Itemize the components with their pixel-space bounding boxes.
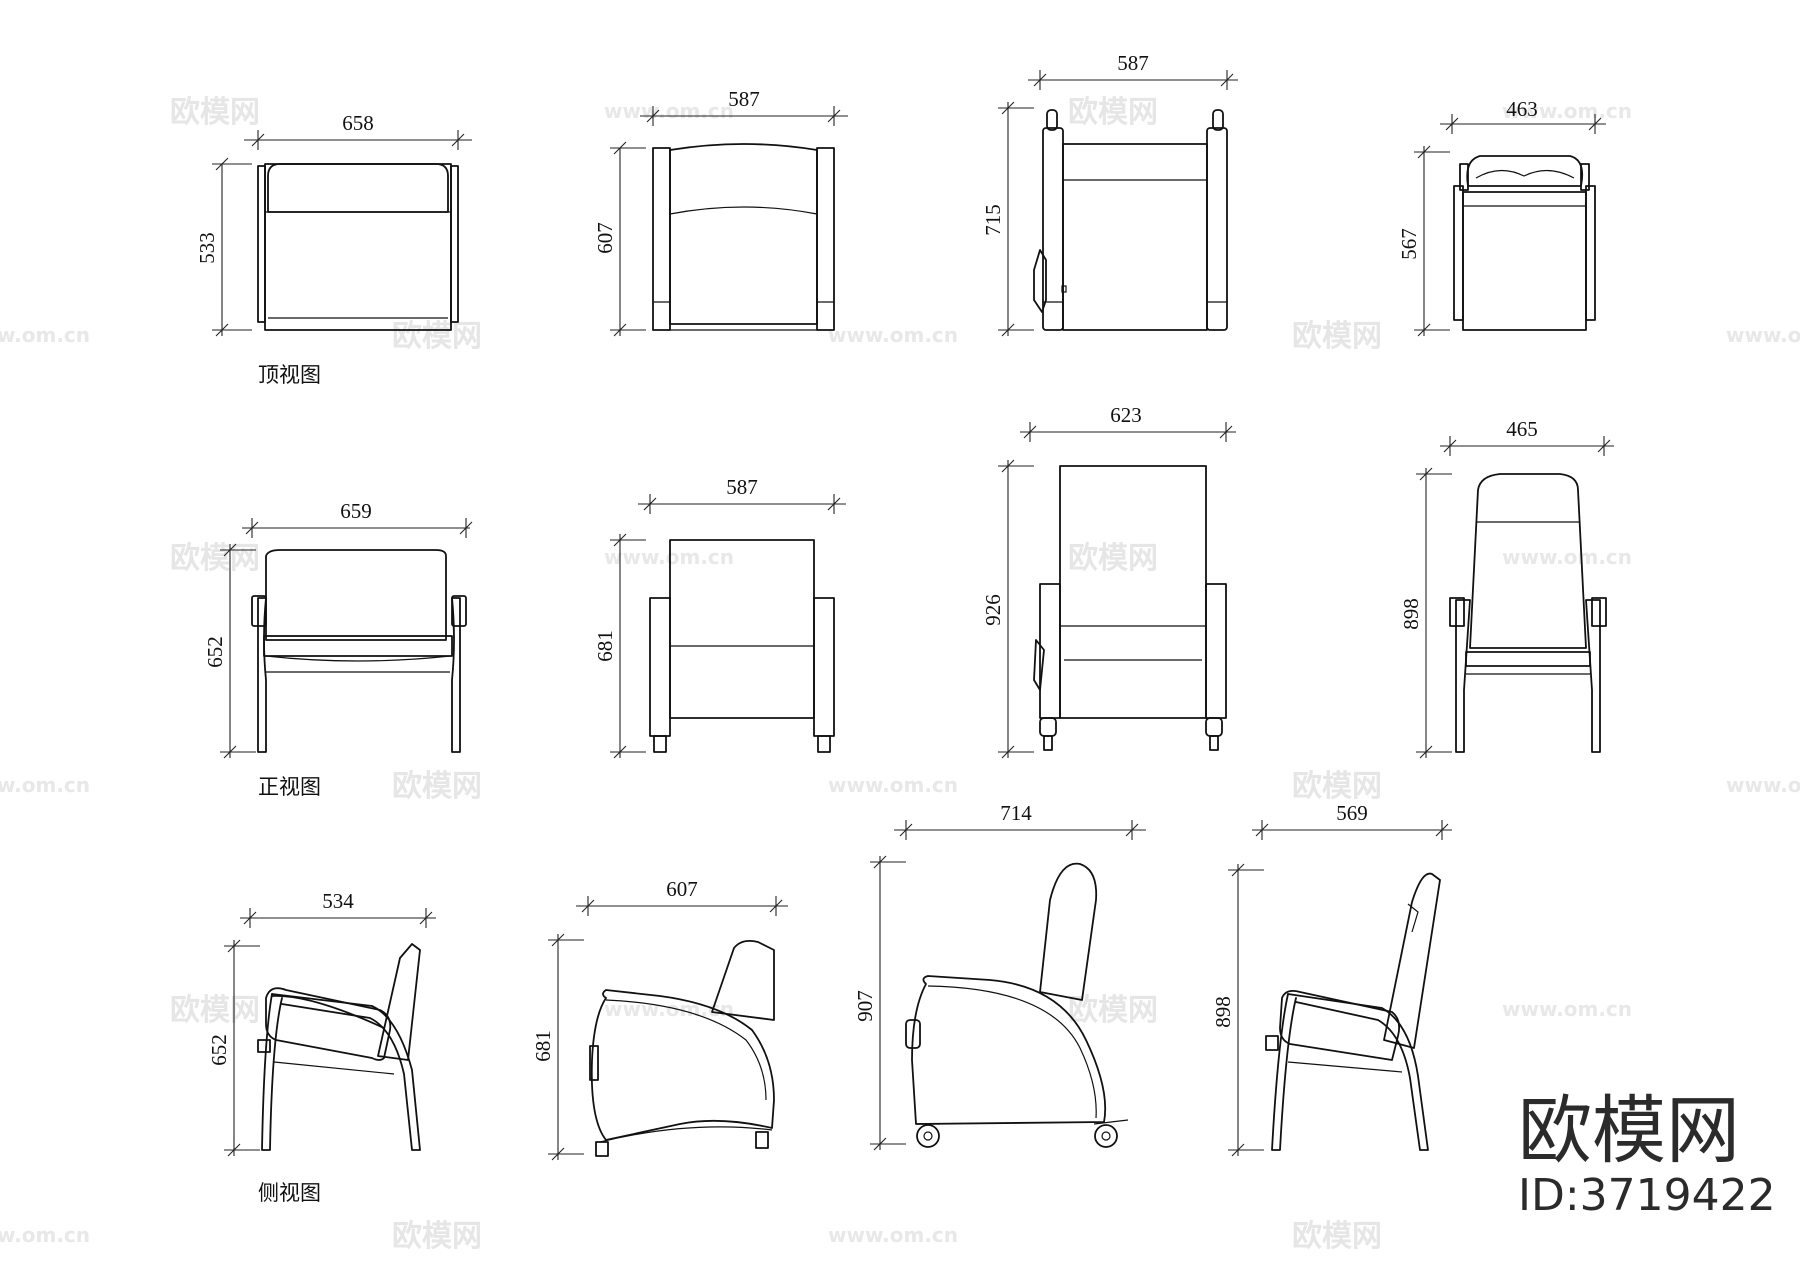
dim-height: 907 xyxy=(853,990,877,1022)
watermark-url: www.om.cn xyxy=(0,773,90,797)
dim-height: 681 xyxy=(531,1030,555,1062)
watermark-cn: 欧模网 xyxy=(392,319,482,354)
watermark-cn: 欧模网 xyxy=(170,993,260,1028)
dim-height: 926 xyxy=(981,594,1005,626)
watermark-cn: 欧模网 xyxy=(1068,541,1158,576)
front-view-chair-2 xyxy=(649,539,835,753)
top-dim-3: 587 715 xyxy=(981,51,1238,337)
top-view-label: 顶视图 xyxy=(258,363,321,387)
watermark-url: www.om.cn xyxy=(1726,323,1800,347)
side-view-chair-4 xyxy=(1265,872,1441,1151)
watermark-url: www.om.cn xyxy=(0,323,90,347)
dim-height: 681 xyxy=(593,630,617,662)
watermark-url: www.om.cn xyxy=(1502,997,1632,1021)
dim-height: 652 xyxy=(203,636,227,668)
front-dim-3: 623 926 xyxy=(981,403,1236,759)
watermark-url: www.om.cn xyxy=(0,1223,90,1247)
watermark-url: www.om.cn xyxy=(828,773,958,797)
dim-height: 898 xyxy=(1211,996,1235,1028)
side-dim-1: 534 652 xyxy=(207,889,436,1157)
brand-id: ID:3719422 xyxy=(1518,1170,1776,1221)
watermark-url: www.om.cn xyxy=(604,545,734,569)
front-dim-1: 659 652 xyxy=(203,499,473,759)
front-dim-2: 587 681 xyxy=(593,475,846,759)
front-dim-4: 465 898 xyxy=(1399,417,1614,759)
brand-stamp: 欧模网 ID:3719422 xyxy=(1518,1088,1776,1221)
watermark-url: www.om.cn xyxy=(1502,545,1632,569)
watermark-cn: 欧模网 xyxy=(392,769,482,804)
top-dim-2: 587 607 xyxy=(593,87,848,337)
watermark-cn: 欧模网 xyxy=(170,541,260,576)
dim-width: 587 xyxy=(1117,51,1149,75)
dim-width: 465 xyxy=(1506,417,1538,441)
dim-width: 607 xyxy=(666,877,698,901)
front-view-label: 正视图 xyxy=(258,775,321,799)
dim-height: 652 xyxy=(207,1034,231,1066)
side-dim-4: 569 898 xyxy=(1211,801,1452,1157)
watermark-cn: 欧模网 xyxy=(1292,769,1382,804)
watermark-cn: 欧模网 xyxy=(170,95,260,130)
front-view-chair-1 xyxy=(251,549,467,753)
watermark-url: www.om.cn xyxy=(828,323,958,347)
dim-width: 587 xyxy=(728,87,760,111)
dim-width: 534 xyxy=(322,889,354,913)
side-dim-3: 714 907 xyxy=(853,801,1146,1151)
top-view-chair-1 xyxy=(257,163,459,331)
side-view-chair-2 xyxy=(589,939,775,1157)
brand-name: 欧模网 xyxy=(1518,1088,1740,1174)
dim-width: 463 xyxy=(1506,97,1538,121)
top-view-chair-2 xyxy=(652,143,835,331)
watermark-cn: 欧模网 xyxy=(1068,95,1158,130)
dim-height: 898 xyxy=(1399,598,1423,630)
watermark-cn: 欧模网 xyxy=(392,1219,482,1254)
top-view-chair-3 xyxy=(1033,109,1228,331)
dim-height: 715 xyxy=(981,204,1005,236)
dim-width: 623 xyxy=(1110,403,1142,427)
watermark-url: www.om.cn xyxy=(1726,773,1800,797)
side-view-chair-1 xyxy=(257,943,421,1151)
dim-width: 587 xyxy=(726,475,758,499)
dim-height: 533 xyxy=(195,232,219,264)
top-dim-4: 463 567 xyxy=(1397,97,1606,337)
top-view-chair-4 xyxy=(1453,155,1596,331)
dim-width: 659 xyxy=(340,499,372,523)
top-dim-1: 658 533 xyxy=(195,111,472,337)
dim-width: 658 xyxy=(342,111,374,135)
side-dim-2: 607 681 xyxy=(531,877,788,1161)
dim-width: 714 xyxy=(1000,801,1032,825)
dim-height: 567 xyxy=(1397,228,1421,260)
front-view-chair-4 xyxy=(1449,473,1607,753)
watermark-url: www.om.cn xyxy=(1502,99,1632,123)
watermark-layer: 欧模网 欧模网 欧模网 欧模网 欧模网 欧模网 欧模网 欧模网 欧模网 欧模网 … xyxy=(0,95,1800,1254)
dim-height: 607 xyxy=(593,222,617,254)
watermark-url: www.om.cn xyxy=(604,99,734,123)
side-view-label: 侧视图 xyxy=(258,1181,321,1205)
front-view-chair-3 xyxy=(1033,465,1227,751)
watermark-cn: 欧模网 xyxy=(1292,1219,1382,1254)
watermark-cn: 欧模网 xyxy=(1292,319,1382,354)
watermark-url: www.om.cn xyxy=(828,1223,958,1247)
side-view-chair-3 xyxy=(905,862,1129,1148)
dim-width: 569 xyxy=(1336,801,1368,825)
